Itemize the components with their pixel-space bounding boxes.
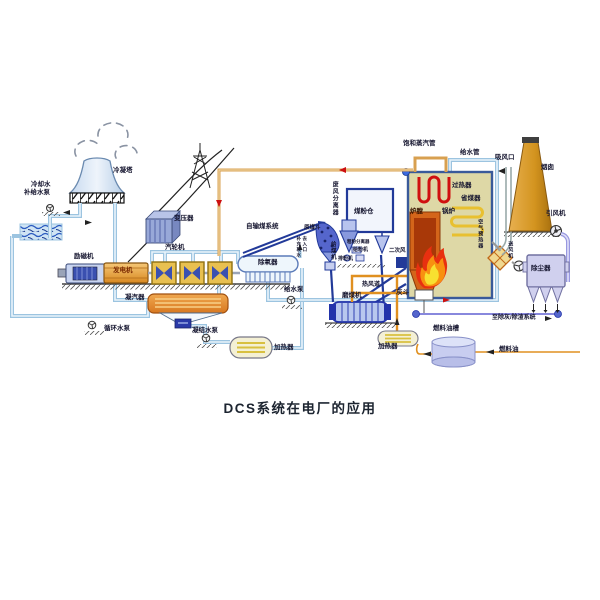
- water-pipes: [10, 158, 499, 350]
- label-forced-draft-fan: 送风机: [507, 241, 514, 259]
- boiler: [402, 156, 494, 301]
- label-coarse-separator: 粗粉分离器: [347, 239, 370, 244]
- label-cooling-water-pump-line1: 冷却水: [31, 181, 51, 188]
- flow-arrows: [63, 167, 552, 321]
- label-deaerator: 除氧器: [258, 259, 278, 266]
- intake-duct: [498, 167, 512, 256]
- steam-turbine: [148, 261, 240, 285]
- exciter: [57, 263, 107, 284]
- label-hot-air-duct: 热风道: [362, 282, 381, 288]
- coal-mill: [329, 301, 391, 323]
- label-feedwater-pump: 给水泵: [284, 286, 304, 293]
- label-circulating-pump: 循环水泵: [104, 325, 130, 332]
- label-fuel-oil: 燃料油: [499, 346, 519, 353]
- steam-clouds: [74, 122, 138, 159]
- label-condenser: 凝汽器: [125, 294, 145, 301]
- river: [19, 223, 63, 241]
- label-makeup-note-line2: 补充软水: [296, 236, 302, 258]
- label-exciter: 励磁机: [74, 253, 94, 260]
- generator: [103, 262, 149, 284]
- label-cyclone-separator: 废风分离器: [331, 181, 338, 216]
- label-condensate-pump: 凝结水泵: [192, 327, 218, 334]
- deaerator: [237, 255, 299, 283]
- label-to-ash-removal: 至除灰/除渣系统: [492, 315, 536, 321]
- label-feedwater-pipe: 给水管: [460, 149, 480, 156]
- label-transformer: 变压器: [174, 215, 194, 222]
- label-oil-heater: 加热器: [378, 343, 398, 350]
- label-powder-feeder: 给粉机: [353, 247, 369, 253]
- label-saturated-steam-pipe: 饱和蒸汽管: [403, 140, 436, 147]
- label-coal-conveyor: 自输煤系统: [246, 223, 279, 230]
- label-cooling-water-pump-line2: 补给水泵: [24, 189, 50, 196]
- induced-draft-fan: [549, 224, 571, 282]
- label-furnace: 炉膛: [410, 208, 423, 215]
- label-raw-coal-hopper: 原煤斗: [304, 225, 321, 231]
- label-superheater: 过热器: [452, 182, 472, 189]
- label-air-preheater: 空气预热器: [477, 219, 484, 249]
- label-boiler: 锅炉: [442, 208, 455, 215]
- ground-hatches: [42, 212, 562, 348]
- coal-conveyor: [242, 221, 340, 271]
- cooling-tower: [68, 157, 126, 204]
- dust-collector: [522, 254, 570, 313]
- coal-silo: [339, 187, 395, 262]
- chimney: [508, 137, 553, 232]
- label-suction-port: 吸风口: [495, 154, 515, 161]
- lp-heater: [229, 336, 273, 359]
- condenser: [147, 293, 229, 329]
- label-economizer: 省煤器: [461, 195, 481, 202]
- pumps: [46, 204, 296, 343]
- forced-draft-fan: [511, 260, 525, 272]
- main-steam-line: [217, 168, 413, 256]
- label-cooling-tower: 冷凝塔: [113, 167, 133, 174]
- label-induced-draft-fan: 引风机: [546, 210, 566, 217]
- label-generator: 发电机: [113, 267, 133, 274]
- label-lp-heater: 加热器: [274, 344, 294, 351]
- label-powder-exhauster: 排粉机: [338, 256, 354, 262]
- label-steam-turbine: 汽轮机: [165, 244, 185, 251]
- label-fuel-oil-tank: 燃料油槽: [433, 325, 459, 332]
- fuel-oil-system: [377, 318, 580, 368]
- power-lines: [127, 143, 235, 263]
- label-makeup-note-line1: 去入口: [302, 236, 308, 253]
- label-secondary-air: 二次风: [389, 248, 406, 254]
- label-coal-feeder: 给煤机: [329, 241, 336, 261]
- label-ash-hopper: 灰斗: [396, 289, 409, 296]
- label-coal-mill: 磨煤机: [342, 292, 362, 299]
- transformer: [145, 210, 181, 244]
- label-coal-silo: 煤粉仓: [354, 208, 374, 215]
- ash-line: [412, 300, 562, 318]
- diagram-title: DCS系统在电厂的应用: [223, 401, 377, 416]
- label-chimney: 烟囱: [541, 164, 554, 171]
- label-dust-collector: 除尘器: [531, 265, 551, 272]
